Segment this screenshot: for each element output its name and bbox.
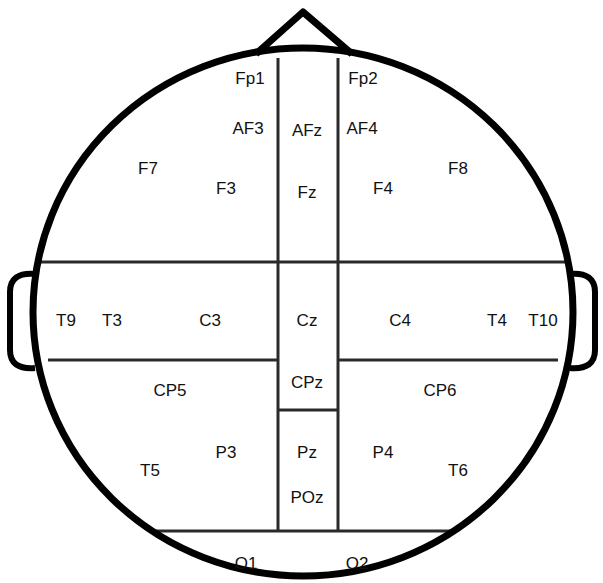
electrode-label: O1 [235,555,258,572]
electrode-label: T4 [487,312,507,329]
electrode-label: T6 [448,462,468,479]
electrode-region: CP6P4T6 [338,360,558,531]
electrode-label: F4 [373,180,393,197]
electrode-label: F7 [138,160,158,177]
electrode-label: P3 [216,444,237,461]
electrode-label: AF4 [346,120,377,137]
electrode-label: Pz [297,444,317,461]
electrode-region: AFzFz [278,58,338,262]
electrode-label: AF3 [232,120,263,137]
electrode-label: O2 [346,555,369,572]
electrode-label: Fp1 [235,70,264,87]
electrode-label: P4 [373,444,394,461]
electrode-label: CP5 [153,382,186,399]
electrode-label: T9 [56,312,76,329]
electrode-region: PzPOz [278,410,338,531]
electrode-label: C3 [199,312,221,329]
electrode-label: T5 [140,462,160,479]
electrode-region: T9 T3 C3 [36,262,278,360]
electrode-label: F3 [216,180,236,197]
electrode-label: CP6 [423,382,456,399]
electrode-label: Cz [297,312,318,329]
electrode-label: POz [290,489,323,506]
electrode-region: C4 T4 T10 [338,262,570,360]
electrode-label: T10 [528,312,557,329]
electrode-label: Fp2 [348,70,377,87]
electrode-region: CP5P3T5 [48,360,278,531]
electrode-label: Fz [298,184,317,201]
electrode-label: T3 [102,312,122,329]
electrode-region: O1 O2 [152,531,454,583]
electrode-label: C4 [389,312,411,329]
electrode-region: Fp2AF4F4 F8 [338,50,566,262]
electrode-label: CPz [291,374,323,391]
electrode-label: AFz [292,122,322,139]
electrode-region: Fp1AF3F7F3 [40,50,278,262]
electrode-region: CzCPz [278,262,338,410]
electrode-label: F8 [448,160,468,177]
